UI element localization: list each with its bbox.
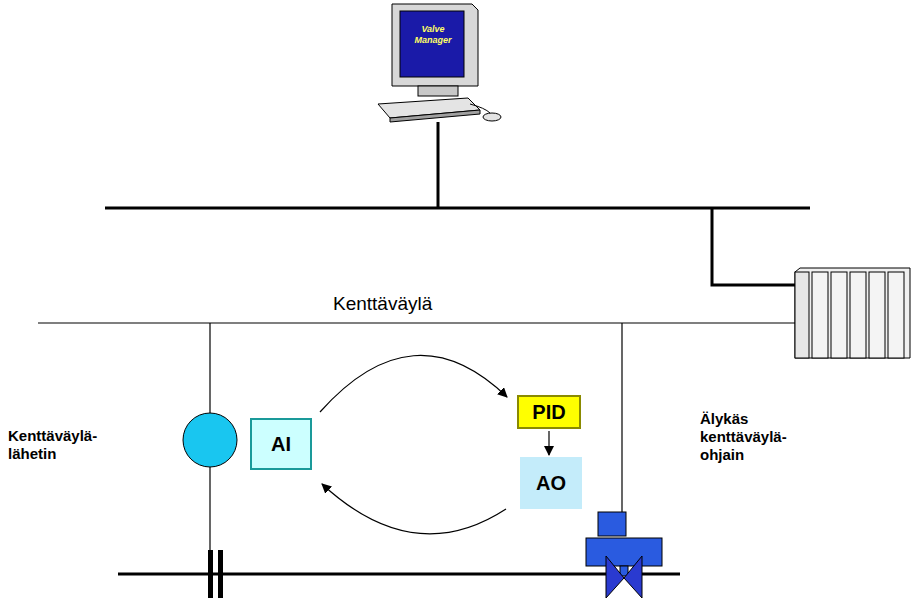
function-block: AI xyxy=(250,418,312,470)
orifice-plate xyxy=(208,550,213,598)
function-block: AO xyxy=(520,457,582,509)
computer-icon xyxy=(378,4,501,122)
signal-arrow xyxy=(548,431,549,455)
device-label: Älykäs kenttäväylä-ohjain xyxy=(700,410,800,464)
transmitter-symbol xyxy=(183,413,237,467)
controller-rack xyxy=(795,268,910,358)
bus-label: Kenttäväylä xyxy=(330,293,435,316)
block-label: PID xyxy=(532,401,565,424)
device-label: Kenttäväylä-lähetin xyxy=(8,427,108,463)
signal-arrow xyxy=(322,484,506,534)
block-label: AO xyxy=(536,472,566,495)
valve-actuator xyxy=(586,512,662,598)
function-block: PID xyxy=(517,395,581,429)
block-label: AI xyxy=(271,433,291,456)
screen-text: Valve Manager xyxy=(405,24,461,46)
signal-arrow xyxy=(320,355,507,412)
